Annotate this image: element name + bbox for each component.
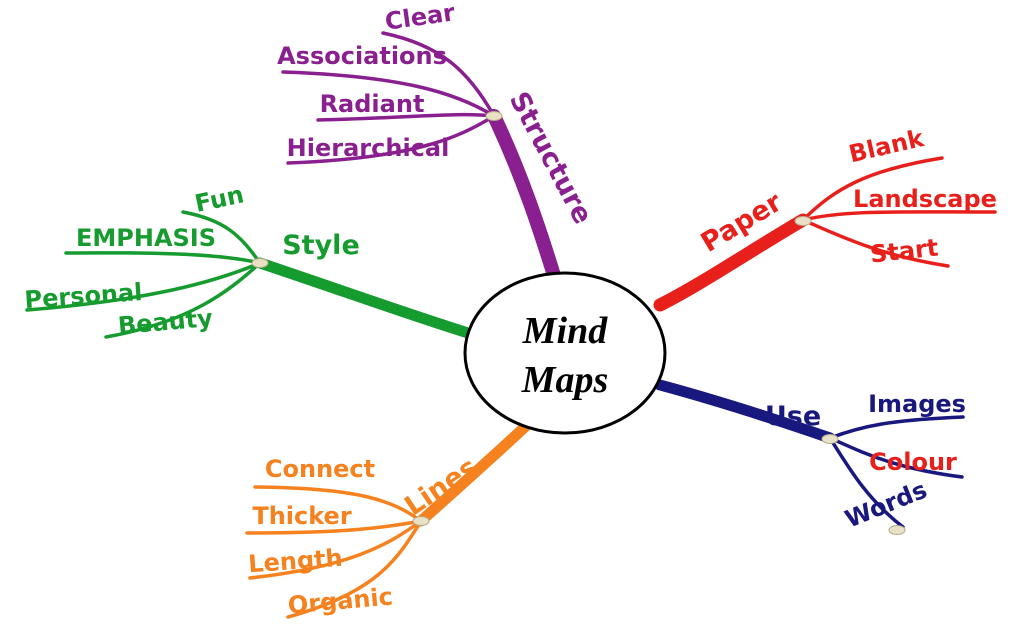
node-label-organic: Organic (287, 583, 394, 620)
structure-sub-path-clear (381, 31, 496, 118)
center-title-line1: Mind (522, 310, 608, 352)
center-ellipse (463, 271, 667, 435)
use-sub-path-images (828, 415, 965, 440)
paper-sub-path-start (801, 218, 950, 268)
node-label-fun: Fun (192, 180, 246, 218)
node-label-beauty: Beauty (117, 304, 214, 340)
node-label-thicker: Thicker (252, 502, 352, 530)
style-sub-path-personal (25, 261, 262, 312)
lines-sub-path-thicker (245, 519, 423, 535)
style-sub-path-emphasis (64, 251, 262, 265)
paper-branch-path (653, 213, 810, 312)
use-sub-path-colour (828, 436, 964, 479)
node-label-images: Images (868, 390, 966, 418)
node-label-words: Words (841, 476, 931, 534)
style-branch-path (254, 257, 474, 339)
node-label-emphasis: EMPHASIS (76, 224, 216, 252)
clip-dot-words (888, 525, 906, 535)
center-title-line2: Maps (521, 359, 609, 401)
branch-style: Style Fun EMPHASIS Personal Beauty (24, 180, 474, 340)
structure-sub-path-radiant (316, 112, 496, 122)
structure-branch-path (487, 109, 563, 289)
use-branch-path (654, 379, 836, 444)
lines-sub-path-length (248, 519, 423, 580)
paper-sub-path-blank (801, 156, 944, 222)
paper-sub-path-landscape (801, 210, 997, 222)
clip-dot-use (821, 434, 839, 444)
node-label-clear: Clear (383, 0, 457, 36)
node-label-personal: Personal (24, 278, 144, 314)
style-sub-path-fun (181, 210, 262, 265)
branch-paper: Paper Blank Landscape Start (653, 124, 997, 312)
clip-dot-style (251, 258, 269, 268)
node-label-colour: Colour (869, 448, 957, 476)
lines-branch-path (415, 419, 533, 527)
node-label-hierarchical: Hierarchical (287, 134, 450, 162)
branch-lines: Lines Connect Thicker Length Organic (245, 419, 533, 620)
clip-dot-structure (485, 111, 503, 121)
node-label-connect: Connect (265, 455, 375, 483)
structure-sub-path-hierarchical (286, 114, 496, 165)
lines-sub-path-organic (286, 519, 423, 619)
branch-use: Use Images Colour Words (654, 379, 966, 535)
center-node: Mind Maps (463, 271, 667, 435)
node-label-landscape: Landscape (853, 185, 997, 213)
branch-label-paper: Paper (696, 186, 788, 258)
branch-label-use: Use (765, 401, 821, 432)
node-label-associations: Associations (277, 42, 447, 70)
use-sub-path-words (828, 436, 905, 529)
clip-dot-lines (412, 516, 430, 526)
node-label-radiant: Radiant (320, 90, 425, 118)
clip-dot-paper (794, 216, 812, 226)
style-sub-path-beauty (104, 261, 262, 339)
lines-sub-path-connect (253, 485, 423, 523)
structure-sub-path-associations (281, 70, 496, 118)
branch-label-lines: Lines (399, 452, 483, 522)
branch-label-style: Style (282, 230, 360, 261)
node-label-length: Length (247, 544, 343, 579)
